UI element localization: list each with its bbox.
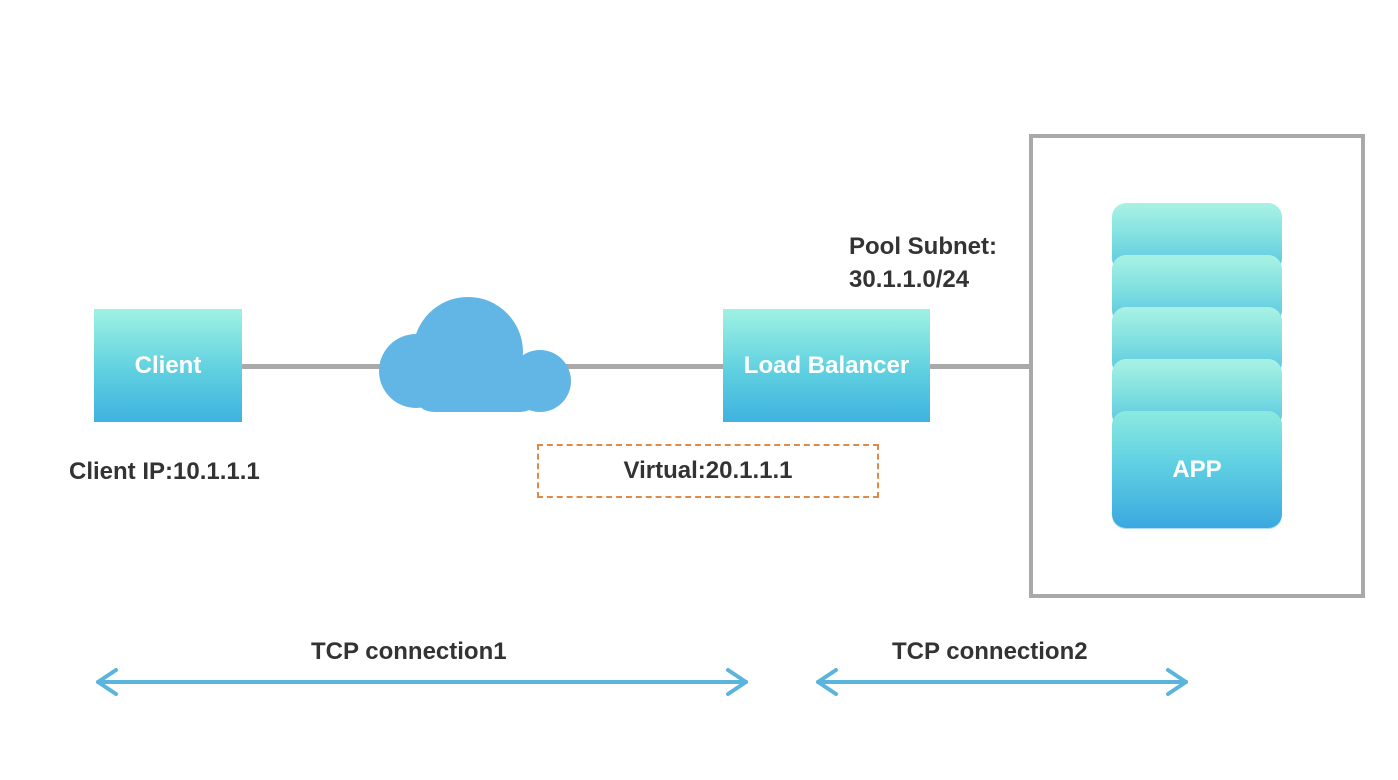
app-label: APP: [1172, 456, 1222, 483]
pool-subnet-value: 30.1.1.0/24: [849, 266, 970, 293]
load-balancer-node: Load Balancer: [723, 309, 930, 422]
pool-subnet-title: Pool Subnet:: [849, 233, 997, 260]
link-lb-pool: [928, 364, 1032, 369]
tcp-connection2-label: TCP connection2: [892, 638, 1088, 665]
tcp-connection1-arrow: [96, 668, 748, 696]
link-cloud-lb: [560, 364, 725, 369]
virtual-ip-label: Virtual:20.1.1.1: [623, 457, 793, 484]
client-node: Client: [94, 309, 242, 422]
load-balancer-label: Load Balancer: [743, 351, 910, 379]
link-client-cloud: [240, 364, 400, 369]
client-label: Client: [134, 351, 202, 379]
tcp-connection2-arrow: [816, 668, 1188, 696]
client-ip-label: Client IP:10.1.1.1: [69, 458, 260, 485]
app-server: APP: [1112, 411, 1282, 529]
tcp-connection1-label: TCP connection1: [311, 638, 507, 665]
virtual-ip-box: Virtual:20.1.1.1: [537, 444, 879, 498]
